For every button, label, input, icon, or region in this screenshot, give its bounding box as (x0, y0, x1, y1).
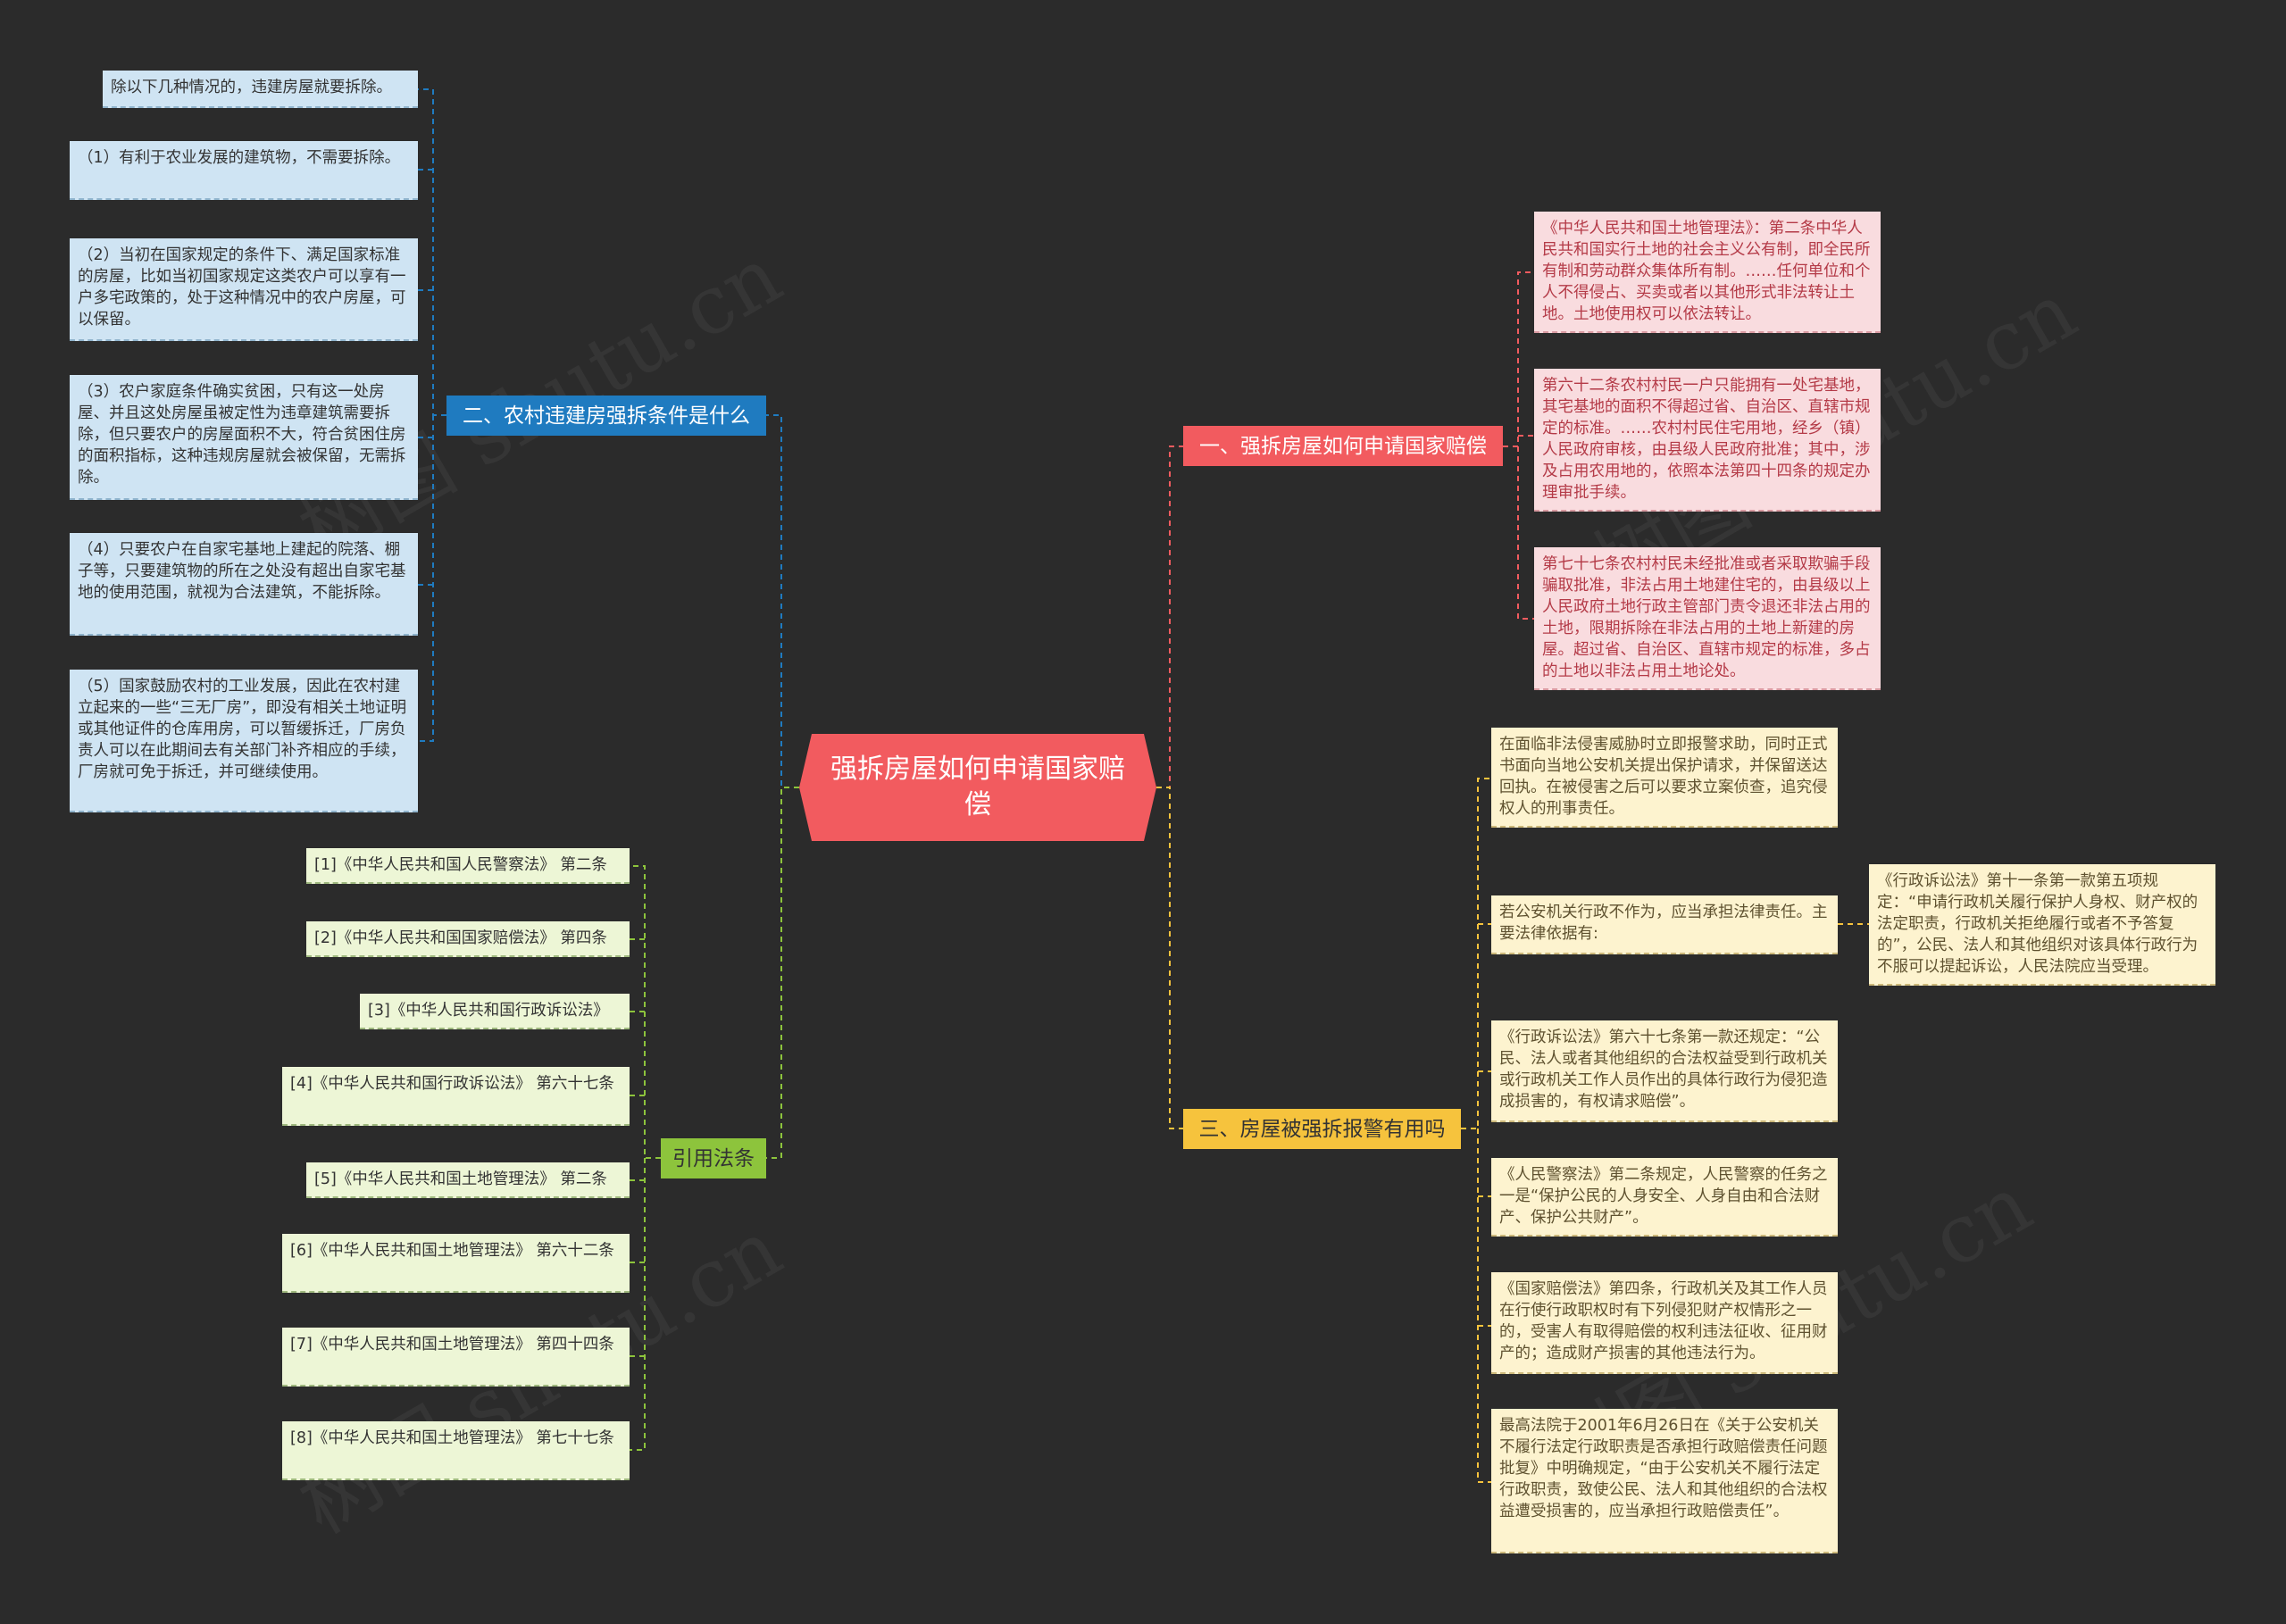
list-item: [4]《中华人民共和国行政诉讼法》 第六十七条 (282, 1067, 630, 1126)
list-item: （1）有利于农业发展的建筑物，不需要拆除。 (70, 141, 418, 200)
list-item: 在面临非法侵害威胁时立即报警求助，同时正式书面向当地公安机关提出保护请求，并保留… (1491, 728, 1838, 828)
list-item: 《中华人民共和国土地管理法》：第二条中华人民共和国实行土地的社会主义公有制，即全… (1534, 212, 1881, 333)
list-item: 除以下几种情况的，违建房屋就要拆除。 (103, 71, 418, 108)
list-item: 第六十二条农村村民一户只能拥有一处宅基地，其宅基地的面积不得超过省、自治区、直辖… (1534, 369, 1881, 512)
branch-police-report-useful[interactable]: 三、房屋被强拆报警有用吗 (1183, 1109, 1461, 1149)
list-item: 若公安机关行政不作为，应当承担法律责任。主要法律依据有: (1491, 895, 1838, 954)
list-item: [3]《中华人民共和国行政诉讼法》 (360, 994, 630, 1029)
list-item: [7]《中华人民共和国土地管理法》 第四十四条 (282, 1328, 630, 1387)
list-item: 第七十七条农村村民未经批准或者采取欺骗手段骗取批准，非法占用土地建住宅的，由县级… (1534, 547, 1881, 690)
branch-how-to-apply-compensation[interactable]: 一、强拆房屋如何申请国家赔偿 (1183, 426, 1503, 466)
list-item: [5]《中华人民共和国土地管理法》 第二条 (306, 1162, 630, 1198)
list-item: （2）当初在国家规定的条件下、满足国家标准的房屋，比如当初国家规定这类农户可以享… (70, 238, 418, 341)
list-item: （5）国家鼓励农村的工业发展，因此在农村建立起来的一些“三无厂房”，即没有相关土… (70, 670, 418, 812)
branch-demolition-conditions[interactable]: 二、农村违建房强拆条件是什么 (446, 396, 766, 436)
list-item: （3）农户家庭条件确实贫困，只有这一处房屋、并且这处房屋虽被定性为违章建筑需要拆… (70, 375, 418, 500)
list-item: 《人民警察法》第二条规定，人民警察的任务之一是“保护公民的人身安全、人身自由和合… (1491, 1158, 1838, 1237)
central-topic[interactable]: 强拆房屋如何申请国家赔偿 (799, 734, 1156, 841)
list-item: （4）只要农户在自家宅基地上建起的院落、棚子等，只要建筑物的所在之处没有超出自家… (70, 533, 418, 636)
list-item: 《行政诉讼法》第六十七条第一款还规定：“公民、法人或者其他组织的合法权益受到行政… (1491, 1020, 1838, 1122)
list-item: 《国家赔偿法》第四条，行政机关及其工作人员在行使行政职权时有下列侵犯财产权情形之… (1491, 1272, 1838, 1374)
list-item: [2]《中华人民共和国国家赔偿法》 第四条 (306, 921, 630, 957)
list-item: [8]《中华人民共和国土地管理法》 第七十七条 (282, 1421, 630, 1480)
list-item: 最高法院于2001年6月26日在《关于公安机关不履行法定行政职责是否承担行政赔偿… (1491, 1409, 1838, 1553)
list-item: [1]《中华人民共和国人民警察法》 第二条 (306, 848, 630, 884)
branch-cited-laws[interactable]: 引用法条 (661, 1138, 766, 1178)
sub-list-item: 《行政诉讼法》第十一条第一款第五项规定：“申请行政机关履行保护人身权、财产权的法… (1869, 864, 2215, 986)
list-item: [6]《中华人民共和国土地管理法》 第六十二条 (282, 1234, 630, 1293)
